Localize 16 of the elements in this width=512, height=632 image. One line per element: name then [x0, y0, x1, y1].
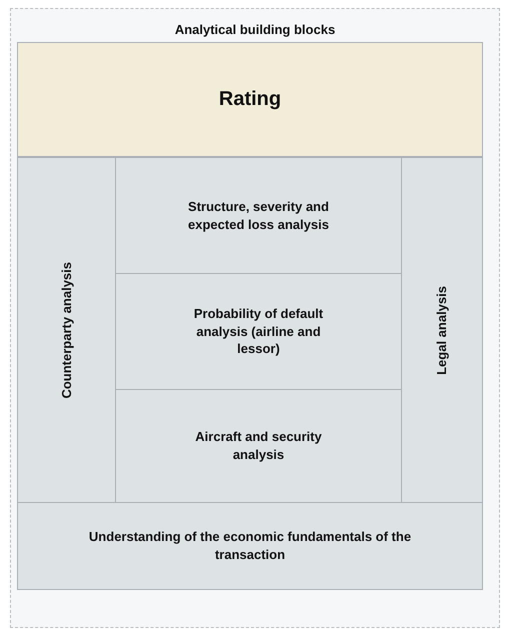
block-label: Legal analysis	[433, 286, 450, 374]
block-label: Understanding of the economic fundamentals of the transaction	[88, 528, 412, 564]
block-label: Probability of default analysis (airline and lessor)	[192, 305, 324, 358]
analysis-block	[115, 389, 402, 503]
diagram-panel	[10, 8, 500, 628]
block-label: Counterparty analysis	[58, 262, 75, 398]
column-block	[17, 157, 116, 503]
foundation-block	[17, 502, 483, 590]
block-label: Aircraft and security analysis	[194, 428, 323, 464]
block-label: Structure, severity and expected loss analysis	[187, 198, 330, 234]
panel-heading: Analytical building blocks	[174, 21, 336, 39]
analysis-block	[115, 273, 402, 390]
column-block	[401, 157, 483, 503]
analysis-block	[115, 157, 402, 274]
block-title: Rating	[218, 87, 282, 112]
rating-block	[17, 42, 483, 157]
